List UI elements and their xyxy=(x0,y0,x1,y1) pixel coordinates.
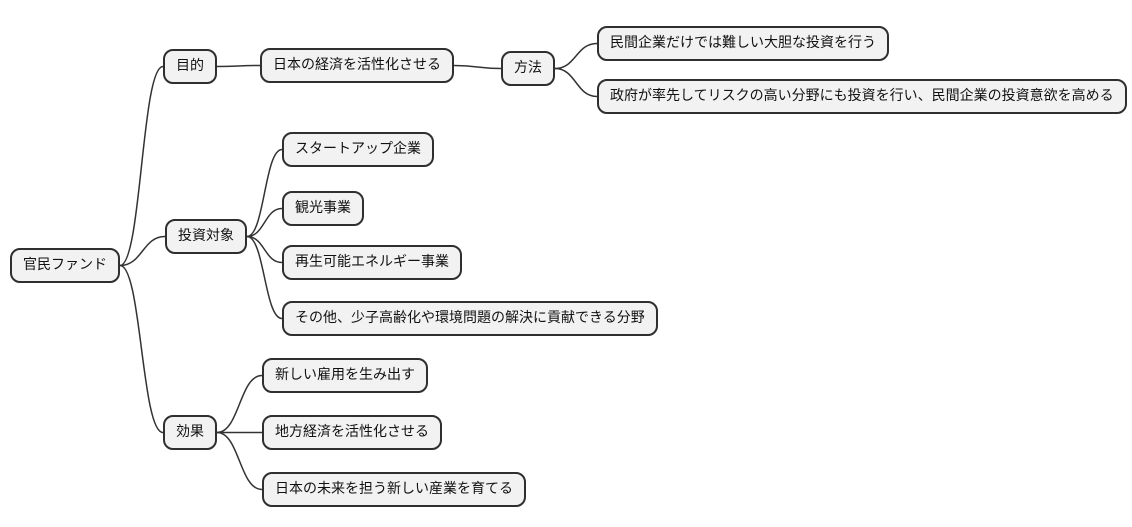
node-method-government-risk-investment[interactable]: 政府が率先してリスクの高い分野にも投資を行い、民間企業の投資意欲を高める xyxy=(597,79,1127,114)
node-investment-targets[interactable]: 投資対象 xyxy=(165,219,247,254)
node-target-startups[interactable]: スタートアップ企業 xyxy=(282,132,434,167)
edge-connector xyxy=(119,65,164,267)
node-effect-new-jobs[interactable]: 新しい雇用を生み出す xyxy=(262,358,428,393)
edge-connector xyxy=(216,374,263,434)
node-effect-future-industries[interactable]: 日本の未来を担う新しい産業を育てる xyxy=(262,472,526,507)
edge-connector xyxy=(246,235,283,264)
node-target-tourism[interactable]: 観光事業 xyxy=(282,191,364,226)
edge-connector xyxy=(216,431,263,491)
node-method[interactable]: 方法 xyxy=(501,51,555,86)
node-target-renewable-energy[interactable]: 再生可能エネルギー事業 xyxy=(282,245,462,280)
node-method-bold-investment[interactable]: 民間企業だけでは難しい大胆な投資を行う xyxy=(597,26,889,61)
edge-connector xyxy=(119,264,164,434)
node-effect-regional-economy[interactable]: 地方経済を活性化させる xyxy=(262,415,442,450)
node-root-kanmin-fund[interactable]: 官民ファンド xyxy=(10,248,120,283)
node-target-other-social-issues[interactable]: その他、少子高齢化や環境問題の解決に貢献できる分野 xyxy=(282,301,658,336)
edge-connector xyxy=(246,207,283,238)
edge-connector xyxy=(246,148,283,238)
edge-connector xyxy=(246,235,283,320)
edge-connector xyxy=(119,235,166,267)
node-purpose[interactable]: 目的 xyxy=(163,49,217,84)
edge-connector xyxy=(216,64,261,68)
node-purpose-revitalize-economy[interactable]: 日本の経済を活性化させる xyxy=(260,48,454,83)
edge-connector xyxy=(554,42,598,70)
edge-connector xyxy=(554,67,598,98)
edge-connector xyxy=(453,64,502,70)
node-effects[interactable]: 効果 xyxy=(163,415,217,450)
